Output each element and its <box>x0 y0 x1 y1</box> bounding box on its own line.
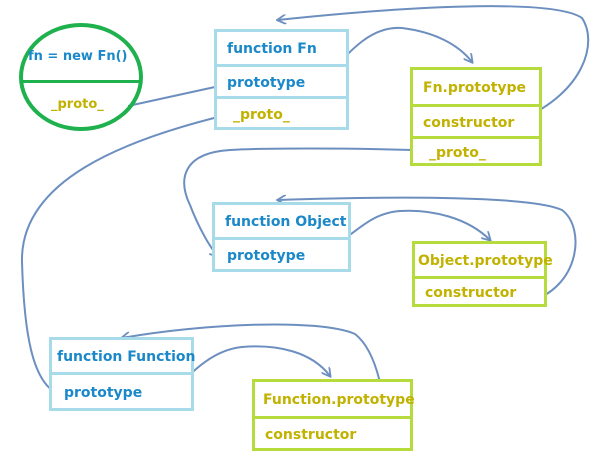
arrow-fn-prototype-proto-to-object-prototype <box>183 147 413 257</box>
fn-box-prototype: prototype <box>217 64 346 98</box>
function-prototype-box-constructor: constructor <box>255 416 410 451</box>
arrow-object-prototype-to-object-prototype-object <box>329 209 490 251</box>
fn-box-proto: _proto_ <box>217 96 346 130</box>
fn-prototype-box-proto: _proto_ <box>413 136 539 166</box>
function-box-prototype: prototype <box>52 372 191 411</box>
object-box: function Object prototype <box>212 202 351 272</box>
arrow-object-prototype-constructor-to-object <box>278 198 577 303</box>
instance-proto-label: _proto_ <box>51 97 104 112</box>
fn-prototype-box-title: Fn.prototype <box>423 80 527 96</box>
instance-circle: fn = new Fn() _proto_ <box>19 23 143 131</box>
function-prototype-box: Function.prototype constructor <box>252 379 415 451</box>
instance-title: fn = new Fn() <box>28 49 128 64</box>
function-box-title: function Function <box>57 349 196 365</box>
fn-box: function Fn prototype _proto_ <box>214 29 349 130</box>
object-box-title: function Object <box>225 214 347 230</box>
object-prototype-box: Object.prototype constructor <box>412 241 553 307</box>
object-prototype-box-title: Object.prototype <box>418 253 553 269</box>
fn-box-title: function Fn <box>227 41 317 57</box>
arrow-instance-proto-to-fn-prototype <box>127 85 224 107</box>
instance-divider <box>23 80 139 83</box>
object-prototype-box-constructor: constructor <box>415 276 544 307</box>
arrow-fn-proto-to-function-prototype <box>20 115 223 394</box>
arrow-fn-prototype-constructor-to-fn <box>278 5 590 121</box>
fn-prototype-box-constructor: constructor <box>413 104 539 138</box>
fn-prototype-box: Fn.prototype constructor _proto_ <box>410 67 542 166</box>
object-box-prototype: prototype <box>215 237 348 272</box>
function-box: function Function prototype <box>49 337 196 411</box>
function-prototype-box-title: Function.prototype <box>263 392 415 408</box>
